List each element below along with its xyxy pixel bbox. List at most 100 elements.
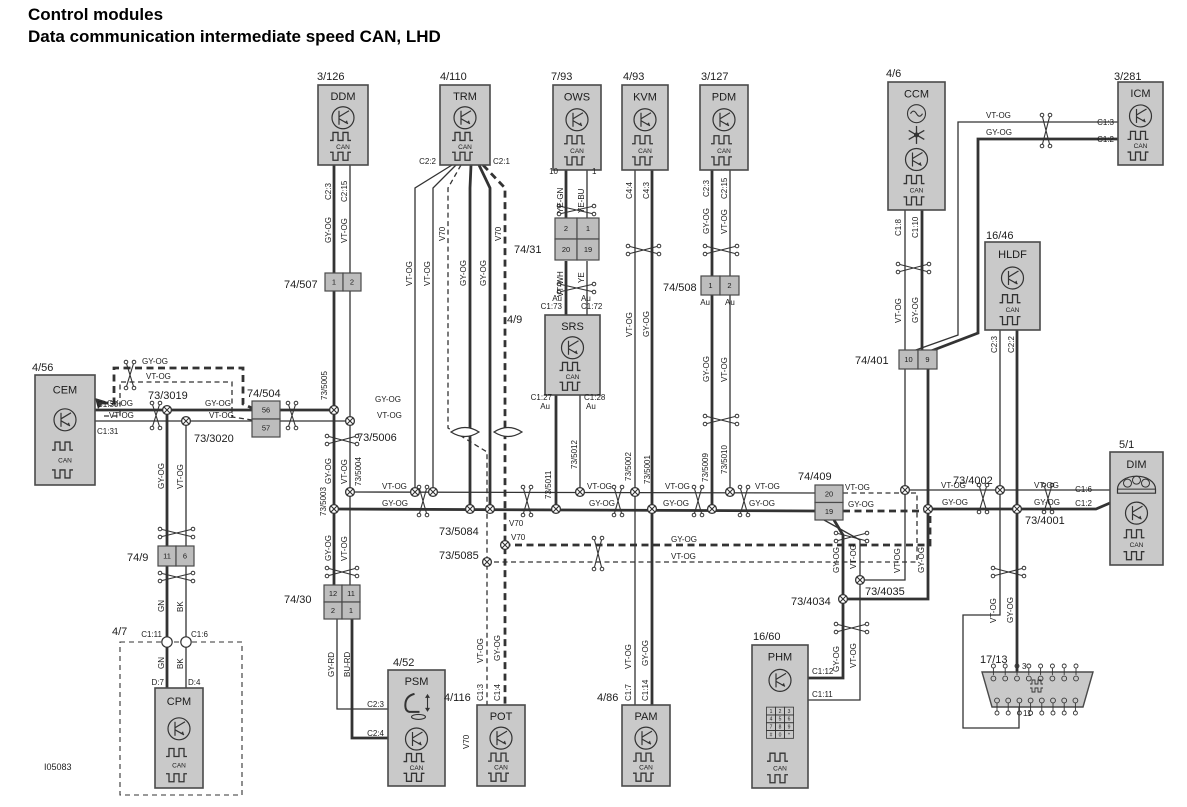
twist-loop <box>556 203 562 209</box>
obd-pin-icon <box>1016 710 1022 716</box>
square-wave-icon <box>166 747 187 758</box>
keypad-key: # <box>770 732 773 738</box>
wire-dash-vt <box>487 492 918 563</box>
control-module-icon <box>634 726 658 750</box>
label-c1-11: C1:11 <box>812 690 833 699</box>
square-wave-icon <box>632 156 653 166</box>
square-wave-icon <box>559 381 581 391</box>
obd-pin-icon <box>1025 675 1032 682</box>
twist-loop <box>625 251 631 257</box>
twist-loop <box>157 526 163 532</box>
can-label: CAN <box>910 188 924 195</box>
connector-pin-cell <box>576 238 600 261</box>
square-wave-icon <box>633 772 654 782</box>
twist-loop <box>611 484 617 490</box>
twist-loop <box>1047 112 1053 118</box>
obd-pin-icon <box>1050 697 1056 704</box>
label-73-4002: 73/4002 <box>953 475 993 487</box>
label-74-31: 74/31 <box>514 244 542 256</box>
label-4-93: 4/93 <box>623 71 644 83</box>
label-74-508: 74/508 <box>663 282 697 294</box>
twist-icon <box>149 400 163 431</box>
twist-icon <box>737 484 751 518</box>
wires <box>95 121 1118 740</box>
label-vt-og: VT-OG <box>377 411 402 420</box>
keypad-key: 3 <box>788 709 791 715</box>
connector-pin-number: 1 <box>349 606 353 615</box>
twist-loop <box>864 530 870 536</box>
junction-icon <box>550 503 562 515</box>
square-wave-icon <box>559 361 581 372</box>
twist-loop <box>149 425 155 431</box>
obd-pin-icon <box>994 697 1000 704</box>
junction-icon <box>464 503 476 515</box>
module-box <box>621 84 669 171</box>
twist-loop <box>528 512 534 518</box>
label-d-4: D:4 <box>188 678 201 687</box>
instrument-cluster-icon <box>1116 475 1157 494</box>
label-vt-og: VT-OG <box>720 209 729 234</box>
twist-loop <box>699 512 705 518</box>
label-c1-28: C1:28 <box>584 393 606 402</box>
label-3: 3 <box>1022 662 1027 671</box>
connector-pin-cell <box>917 349 938 370</box>
twist-loop <box>556 289 562 295</box>
twist-loop <box>190 534 196 540</box>
label-au: Au <box>581 294 591 303</box>
label-gy-og: GY-OG <box>324 535 333 561</box>
twist-icon <box>702 413 740 427</box>
twist-icon <box>157 526 196 540</box>
label-gy-og: GY-OG <box>479 260 488 286</box>
twist-lens <box>492 426 524 438</box>
connector-pin-number: 56 <box>262 406 270 415</box>
label-3-281: 3/281 <box>1114 71 1142 83</box>
twist-loop <box>416 484 422 490</box>
twist-icon <box>591 535 605 572</box>
figure-id: I05083 <box>44 762 72 772</box>
label-c2-1: C2:1 <box>493 157 510 166</box>
label-73-5001: 73/5001 <box>643 455 652 484</box>
twist-loop <box>520 484 526 490</box>
twist-icon <box>157 570 196 584</box>
obd-pin-icon <box>1039 710 1045 716</box>
label-11: 11 <box>1023 709 1032 718</box>
label-c4-4: C4:4 <box>625 182 634 199</box>
twist-loop <box>976 509 982 515</box>
square-wave-icon <box>1123 551 1145 561</box>
label-vt-og: VT-OG <box>476 638 485 663</box>
twist-loop <box>157 425 163 431</box>
label-73-3020: 73/3020 <box>194 433 234 445</box>
obd-pin-icon <box>1050 710 1056 716</box>
twist-icon <box>1039 112 1053 149</box>
twist-loop <box>131 359 137 365</box>
twist-loop <box>1049 509 1055 515</box>
label-gy-rd: GY-RD <box>327 652 336 677</box>
label-73-5004: 73/5004 <box>354 457 363 486</box>
control-module-icon <box>53 408 77 432</box>
label-v70: V70 <box>509 519 524 528</box>
label-73-5009: 73/5009 <box>701 453 710 482</box>
twist-loop <box>528 484 534 490</box>
can-label: CAN <box>458 144 472 151</box>
wire-bus-gy <box>333 507 816 513</box>
label-vt-og: VT-OG <box>146 372 171 381</box>
label-gy-og: GY-OG <box>942 498 968 507</box>
control-module-icon <box>331 106 355 130</box>
obd-pin-icon <box>1016 697 1023 704</box>
twist-loop <box>599 535 605 541</box>
square-wave-icon <box>330 151 351 161</box>
control-module-icon <box>489 726 513 750</box>
label-5-1: 5/1 <box>1119 439 1134 451</box>
square-wave-icon <box>488 772 509 782</box>
connector-pin-cell <box>341 601 361 620</box>
label-vt-og: VT-OG <box>986 111 1011 120</box>
label-vt-og: VT-OG <box>665 482 690 491</box>
